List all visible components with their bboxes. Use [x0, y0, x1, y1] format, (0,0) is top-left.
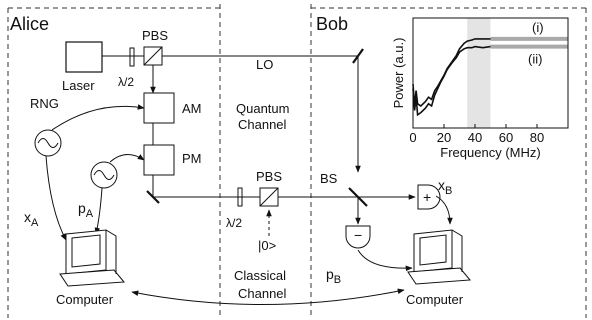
am-label: AM	[182, 101, 202, 116]
classical-channel-label-1: Classical	[234, 268, 286, 283]
pbs-mid-diagonal	[259, 187, 279, 207]
x-axis-label: Frequency (MHz)	[440, 145, 540, 160]
laser-label: Laser	[62, 78, 95, 93]
series-label-ii: (ii)	[528, 52, 542, 67]
detector-minus-icon	[345, 225, 371, 249]
pbs-mid-label: PBS	[256, 169, 282, 184]
lo-label: LO	[256, 57, 273, 72]
p-a-line	[94, 187, 103, 235]
half-wave-label-mid: λ/2	[226, 216, 242, 230]
series-line-2	[412, 45, 491, 117]
quantum-channel-label-1: Quantum	[236, 101, 289, 116]
series-label-i: (i)	[532, 20, 544, 35]
pm-label: PM	[182, 151, 202, 166]
y-axis-label: Power (a.u.)	[391, 38, 406, 109]
pm-modulator	[143, 144, 175, 176]
x-a-line	[45, 155, 67, 241]
p-a-label: pA	[78, 200, 94, 220]
half-wave-label-top: λ/2	[118, 75, 134, 89]
p-b-label: pB	[326, 266, 341, 286]
detector-minus-sign: −	[354, 227, 362, 243]
plot-frame	[412, 17, 569, 129]
laser-box	[65, 41, 103, 73]
x-tick-label: 40	[468, 130, 482, 145]
x-tick-label: 0	[409, 130, 416, 145]
alice-label: Alice	[10, 14, 49, 34]
x-tick-label: 60	[499, 130, 513, 145]
phase-wave-icon	[93, 170, 115, 180]
rng-to-am-line	[51, 104, 145, 131]
computer-bob-icon	[407, 229, 472, 285]
highlight-band	[467, 18, 491, 128]
computer-alice-label: Computer	[56, 292, 114, 307]
x-b-line	[435, 195, 453, 225]
gen-to-pm-line	[109, 154, 145, 163]
x-a-label: xA	[24, 209, 39, 229]
x-b-label: xB	[438, 177, 452, 197]
bs-label: BS	[320, 171, 338, 186]
x-tick-label: 20	[437, 130, 451, 145]
pbs-top-label: PBS	[142, 28, 168, 43]
rng-label: RNG	[30, 96, 59, 111]
classical-channel-line	[131, 288, 405, 306]
bob-label: Bob	[316, 14, 348, 34]
am-modulator	[143, 92, 175, 124]
half-wave-plate-top	[129, 47, 135, 67]
p-b-line	[357, 249, 413, 272]
computer-alice-icon	[59, 229, 126, 287]
classical-channel-label-2: Channel	[238, 286, 287, 301]
detector-plus-sign: +	[423, 189, 431, 205]
vacuum-label: |0>	[258, 238, 276, 253]
rng-wave-icon	[37, 138, 59, 148]
computer-bob-label: Computer	[406, 292, 464, 307]
pbs-top-diagonal	[143, 46, 163, 66]
x-tick-label: 80	[530, 130, 544, 145]
spectrum-inset-chart: 0 20 40 60 80 Frequency (MHz) Power (a.u.) (…	[391, 17, 569, 160]
quantum-channel-label-2: Channel	[238, 117, 287, 132]
